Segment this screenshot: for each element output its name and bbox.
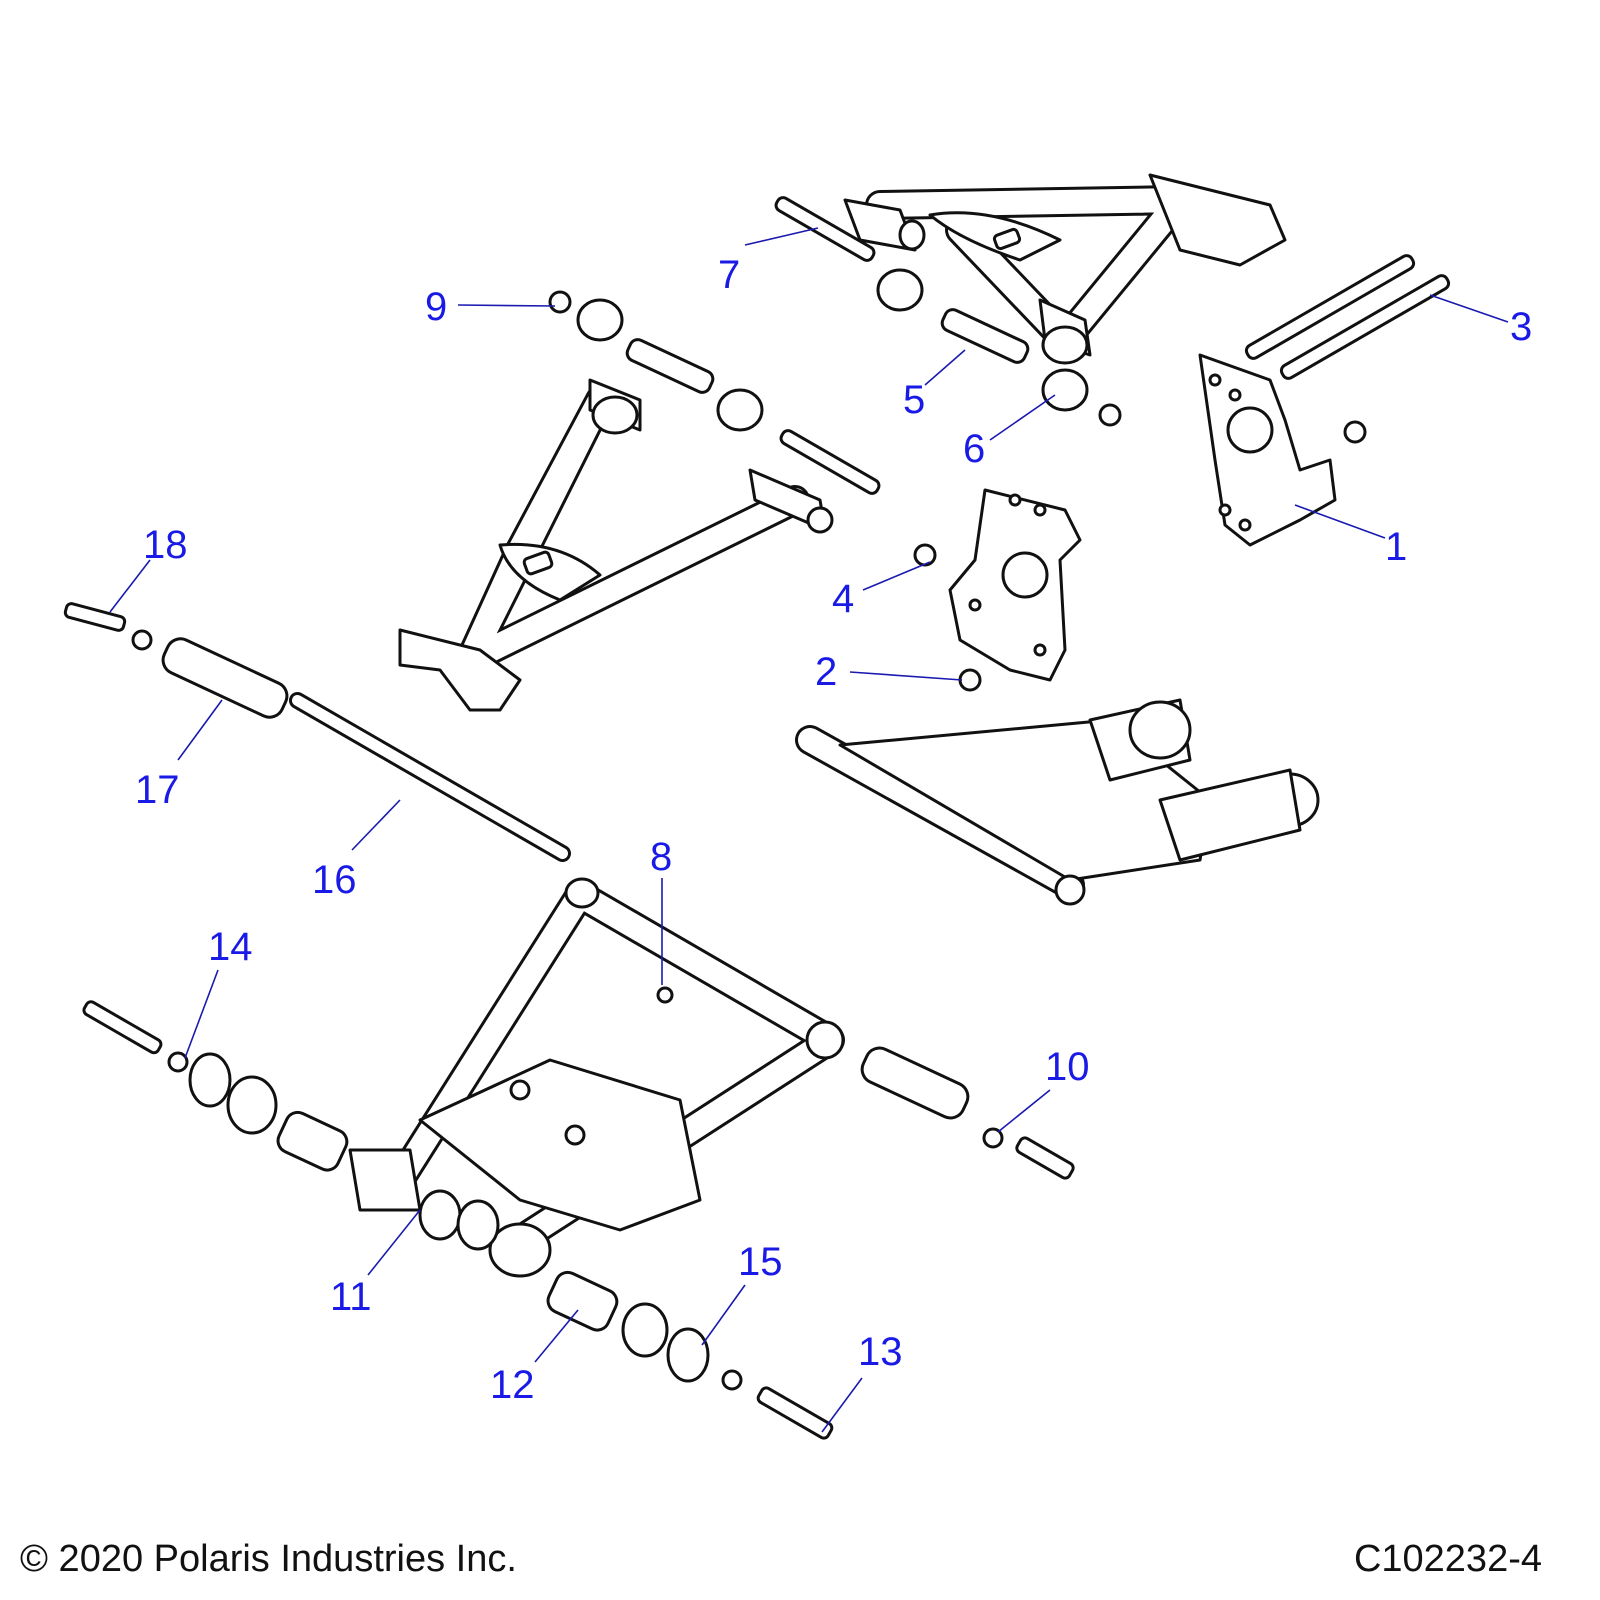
callout-13: 13	[858, 1330, 903, 1374]
callout-labels: 1 2 3 4 5 6 7 8 9 10 11 12 13 14 15 16 1…	[135, 253, 1532, 1407]
callout-9: 9	[425, 285, 447, 329]
callout-10: 10	[1045, 1045, 1090, 1089]
callout-12: 12	[490, 1363, 535, 1407]
callout-15: 15	[738, 1240, 783, 1284]
callout-7: 7	[718, 253, 740, 297]
callout-16: 16	[312, 858, 357, 902]
callout-18: 18	[143, 523, 188, 567]
lower-swing-arm	[348, 877, 845, 1278]
callout-1: 1	[1385, 525, 1407, 569]
callout-5: 5	[903, 378, 925, 422]
upper-a-arm-right	[843, 173, 1287, 365]
pivot-shaft	[63, 602, 572, 862]
mount-bracket-upper	[1198, 353, 1337, 547]
drawing-number: C102232-4	[1353, 1538, 1542, 1580]
upper-hardware	[548, 196, 1451, 692]
callout-17: 17	[135, 768, 180, 812]
upper-a-arm-left	[398, 378, 834, 712]
lower-arm-right	[795, 698, 1320, 906]
callout-14: 14	[208, 925, 253, 969]
mount-bracket-lower	[948, 488, 1082, 682]
copyright-notice: © 2020 Polaris Industries Inc.	[20, 1538, 517, 1580]
callout-4: 4	[832, 577, 854, 621]
leader-lines	[109, 227, 1509, 1433]
callout-11: 11	[330, 1275, 372, 1319]
callout-2: 2	[815, 650, 837, 694]
lower-hardware	[82, 1000, 1075, 1440]
callout-6: 6	[963, 427, 985, 471]
callout-3: 3	[1510, 305, 1532, 349]
callout-8: 8	[650, 835, 672, 879]
